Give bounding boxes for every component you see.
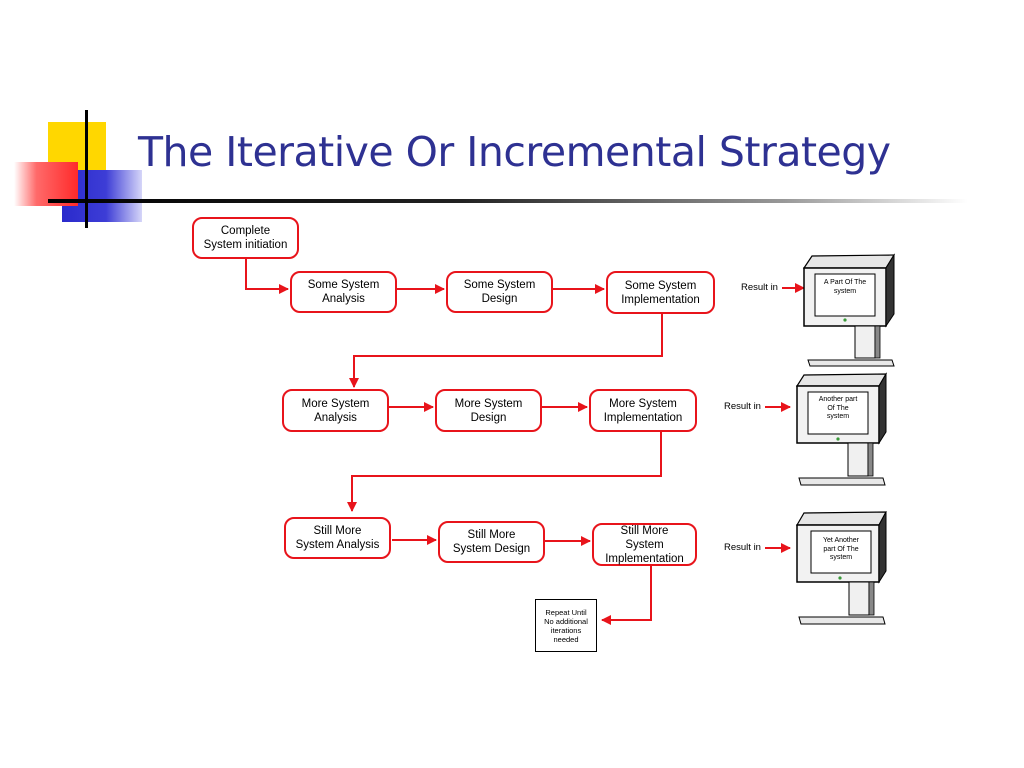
row3-output-text: Yet Another part Of The system (823, 537, 859, 561)
row2-design-box: More System Design (435, 389, 542, 432)
arrow-start-to-analysis-1 (245, 259, 289, 294)
repeat-note-box: Repeat Until No additional iterations ne… (535, 599, 597, 652)
arrow-loop-1 (349, 314, 663, 388)
page-title: The Iterative Or Incremental Strategy (138, 128, 891, 176)
arrow-to-repeat (601, 566, 652, 625)
row3-result-label: Result in (724, 542, 761, 553)
row3-design-box: Still More System Design (438, 521, 545, 563)
row1-result-label: Result in (741, 282, 778, 293)
row2-implementation-box: More System Implementation (589, 389, 697, 432)
row3-analysis-box: Still More System Analysis (284, 517, 391, 559)
decor-vertical-line (85, 110, 88, 228)
monitor-icon (802, 253, 896, 367)
start-box: Complete System initiation (192, 217, 299, 259)
row1-design-box: Some System Design (446, 271, 553, 313)
row1-output-text: A Part Of The system (823, 279, 867, 295)
row2-output-text: Another part Of The system (818, 396, 858, 420)
decor-red-square (14, 162, 78, 206)
monitor-icon (795, 372, 888, 486)
arrow-loop-2 (347, 432, 662, 512)
monitor-icon (795, 511, 888, 625)
title-underline (48, 199, 968, 203)
row1-analysis-box: Some System Analysis (290, 271, 397, 313)
row2-result-label: Result in (724, 401, 761, 412)
row2-analysis-box: More System Analysis (282, 389, 389, 432)
row3-implementation-box: Still More System Implementation (592, 523, 697, 566)
row1-implementation-box: Some System Implementation (606, 271, 715, 314)
